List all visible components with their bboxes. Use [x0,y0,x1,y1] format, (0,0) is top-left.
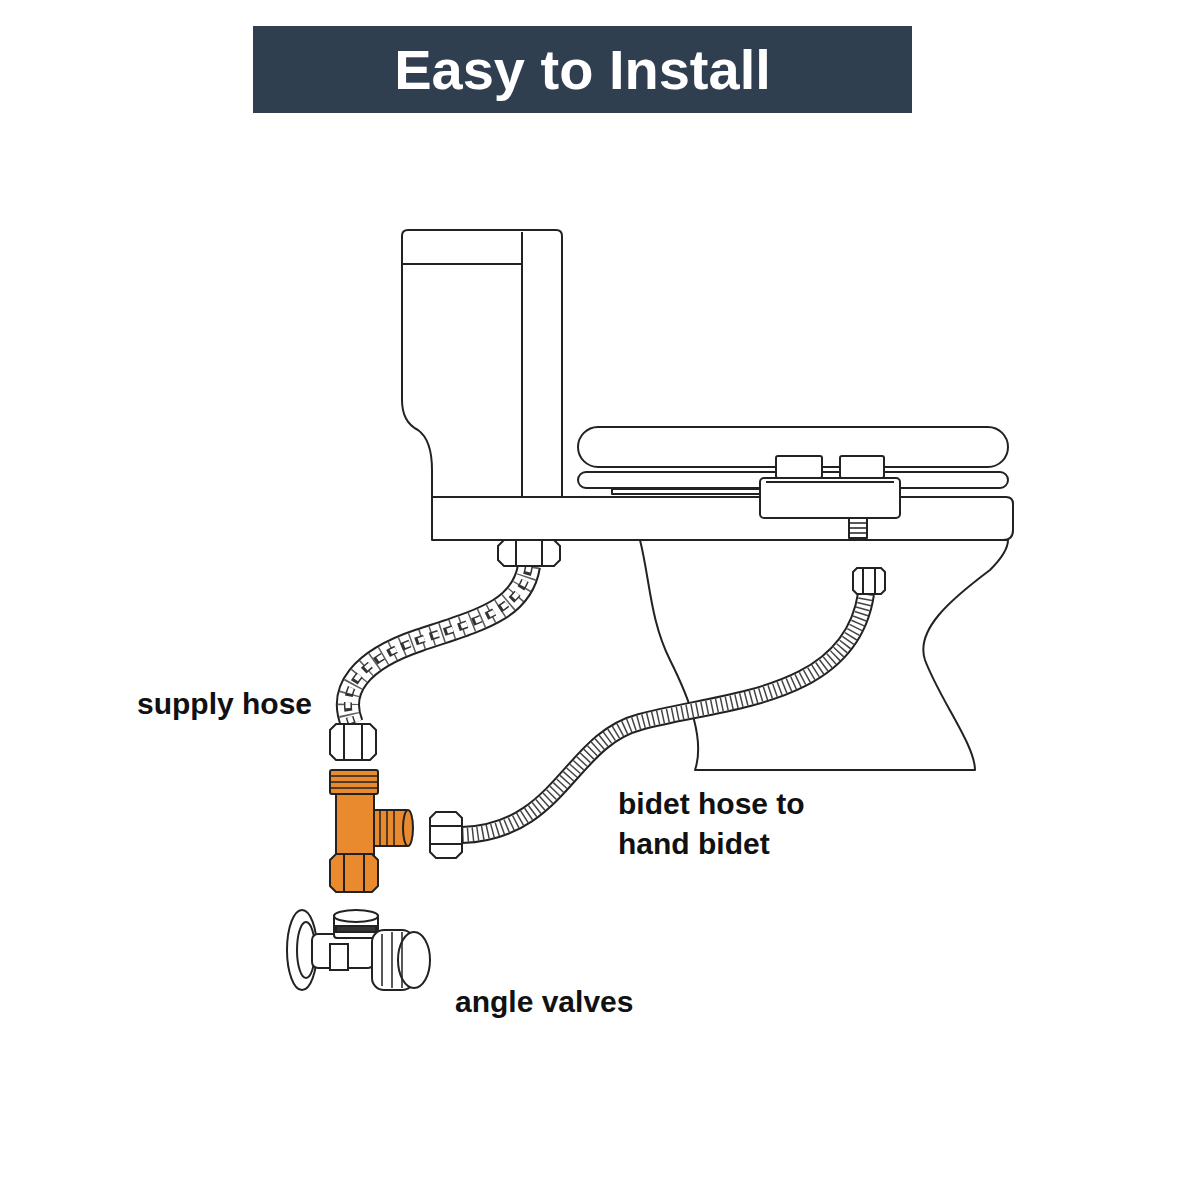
supply-hose-outline [348,566,529,724]
supply-hose-braid [348,566,529,724]
bidet-hose-top-nut [853,568,885,594]
part-label: angle valves [455,982,633,1022]
valve-outlet-top [334,910,378,922]
tee-adapter-top [330,770,378,794]
toilet-tank [402,230,562,540]
nut-facets [516,540,542,566]
title-text: Easy to Install [394,37,771,102]
supply-hose-top-nut [498,540,560,566]
bidet-hose-tee-nut [430,812,462,858]
seat-bar [612,489,762,494]
inlet-thread [849,523,867,533]
nut-facets [863,568,875,594]
bidet-knob [776,456,822,478]
supply-hose-braid [348,566,529,724]
bidet-unit [760,478,900,518]
nut-facets [344,854,364,892]
tee-adapter-body [336,792,374,856]
valve-knob-face [398,932,430,988]
toilet-rim [432,497,1013,540]
tee-thread [330,776,378,788]
part-label: supply hose [137,684,312,724]
bidet-inlet [849,518,867,538]
tank-lid-line [402,232,522,497]
valve-stub [330,944,348,970]
title-banner: Easy to Install [253,26,912,113]
tee-outlet-end [403,810,413,846]
valve-outlet-ring [336,926,376,932]
bidet-knob [840,456,884,478]
valve-knob-grooves [382,932,402,988]
nut-facets [430,826,462,844]
tee-thread [380,810,394,846]
supply-hose-fill [348,566,529,724]
supply-hose-braid [348,566,529,724]
supply-hose-bottom-nut [330,724,376,760]
bidet-unit-line [766,481,894,483]
part-label: bidet hose to hand bidet [618,784,868,864]
tee-adapter-nut [330,854,378,892]
nut-facets [344,724,362,760]
